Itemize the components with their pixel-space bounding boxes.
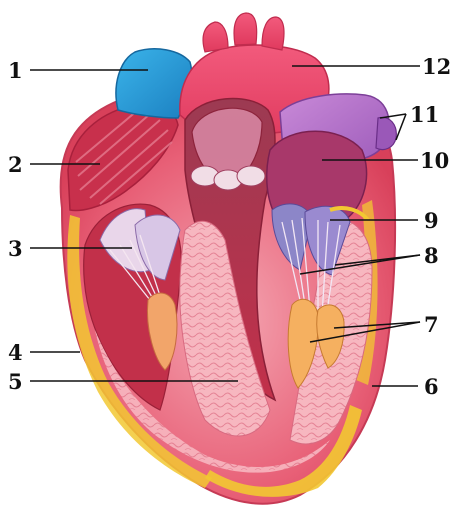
label-7: 7 xyxy=(424,312,439,337)
label-6: 6 xyxy=(424,374,439,399)
aortic-branch-1 xyxy=(203,22,228,52)
label-11: 11 xyxy=(410,102,439,127)
label-5: 5 xyxy=(8,369,23,394)
label-10: 10 xyxy=(420,148,449,173)
label-4: 4 xyxy=(8,340,23,365)
label-12: 12 xyxy=(422,54,451,79)
pulmonary-vein-opening xyxy=(376,117,396,149)
label-9: 9 xyxy=(424,208,439,233)
label-8: 8 xyxy=(424,243,439,268)
label-2: 2 xyxy=(8,152,23,177)
aortic-branch-2 xyxy=(234,13,257,45)
aortic-branch-3 xyxy=(262,17,284,50)
label-1: 1 xyxy=(8,58,23,83)
label-3: 3 xyxy=(8,236,23,261)
leader-11b xyxy=(396,114,406,140)
